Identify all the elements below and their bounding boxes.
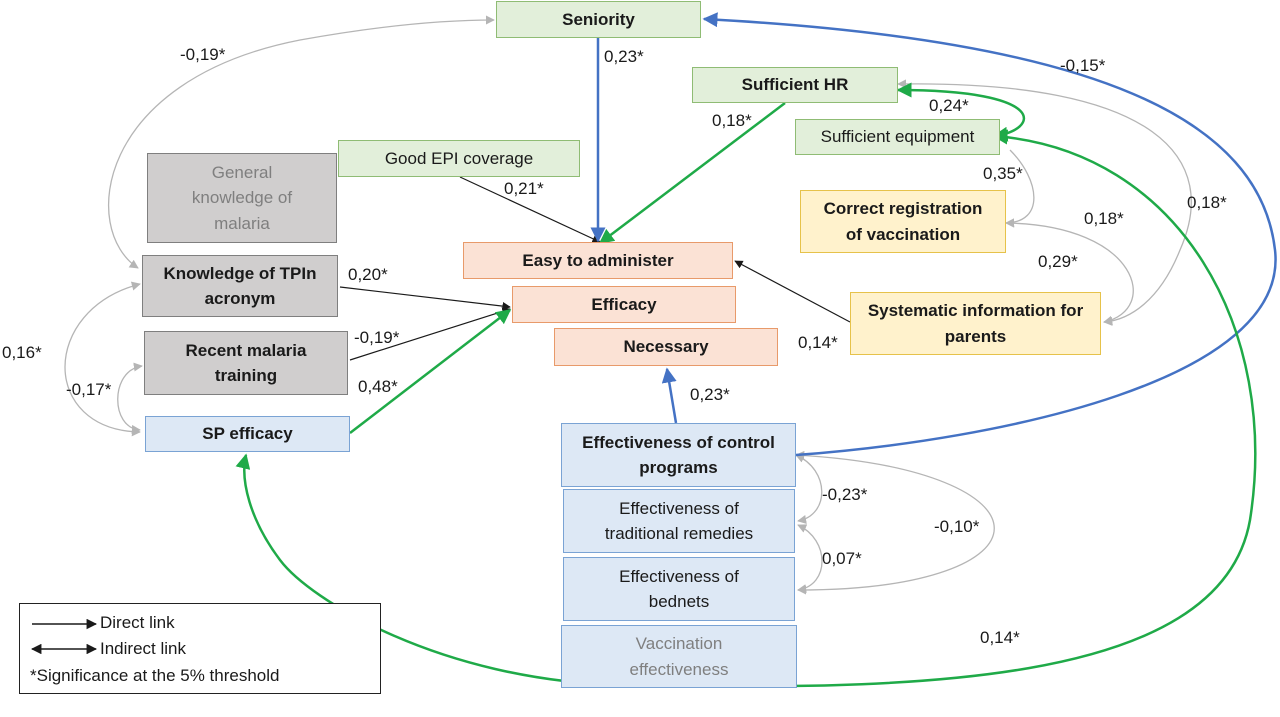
coef-control-remedies: -0,23* xyxy=(822,485,868,504)
coef-registration-systematic: 0,18* xyxy=(1084,209,1124,228)
coef-knowledge-seniority: -0,19* xyxy=(180,45,226,64)
link-tpin-sp xyxy=(64,281,141,437)
link-control-seniority xyxy=(702,12,1277,457)
coef-systematic-easy: 0,14* xyxy=(798,333,838,352)
coef-seniority-control: -0,15* xyxy=(1060,56,1106,75)
link-hr-easy xyxy=(598,102,786,244)
coef-hr-systematic: 0,18* xyxy=(1187,193,1227,212)
coef-tpin-sp: 0,16* xyxy=(2,343,42,362)
link-training-sp xyxy=(117,362,143,434)
node-vaccination-effectiveness: Vaccination effectiveness xyxy=(561,625,797,688)
coef-epi-easy: 0,21* xyxy=(504,179,544,198)
node-sp-efficacy: SP efficacy xyxy=(145,416,350,452)
legend-significance-label: *Significance at the 5% threshold xyxy=(30,666,280,685)
node-effectiveness-control: Effectiveness of control programs xyxy=(561,423,796,487)
node-systematic-information: Systematic information for parents xyxy=(850,292,1101,355)
node-easy-to-administer: Easy to administer xyxy=(463,242,733,279)
node-effectiveness-remedies: Effectiveness of traditional remedies xyxy=(563,489,795,553)
coef-equipment-hr: 0,24* xyxy=(929,96,969,115)
legend: Direct link Indirect link *Significance … xyxy=(19,603,381,694)
node-sufficient-hr: Sufficient HR xyxy=(692,67,898,103)
node-correct-registration: Correct registration of vaccination xyxy=(800,190,1006,253)
legend-indirect-label: Indirect link xyxy=(100,639,186,658)
link-equipment-hr xyxy=(896,82,1026,142)
node-knowledge-tpin: Knowledge of TPIn acronym xyxy=(142,255,338,317)
node-effectiveness-bednets: Effectiveness of bednets xyxy=(563,557,795,621)
link-remedies-bednets xyxy=(797,524,823,594)
link-systematic-easy xyxy=(734,260,851,323)
node-recent-training: Recent malaria training xyxy=(144,331,348,395)
link-equipment-sp xyxy=(235,129,1257,688)
coef-equipment-sp: 0,14* xyxy=(980,628,1020,647)
coef-sp-efficacy: 0,48* xyxy=(358,377,398,396)
node-good-epi-coverage: Good EPI coverage xyxy=(338,140,580,177)
node-general-knowledge: General knowledge of malaria xyxy=(147,153,337,243)
link-equipment-registration xyxy=(1005,149,1035,228)
node-seniority: Seniority xyxy=(496,1,701,38)
link-control-necessary xyxy=(661,367,678,424)
coef-remedies-bednets: 0,07* xyxy=(822,549,862,568)
link-control-remedies xyxy=(795,454,823,524)
coef-control-bednets: -0,10* xyxy=(934,517,980,536)
legend-direct-label: Direct link xyxy=(100,613,175,632)
coef-hr-easy: 0,18* xyxy=(712,111,752,130)
link-tpin-seniority xyxy=(108,15,495,269)
coef-training-sp: -0,17* xyxy=(66,380,112,399)
coef-control-necessary: 0,23* xyxy=(690,385,730,404)
coef-seniority-easy: 0,23* xyxy=(604,47,644,66)
link-hr-systematic xyxy=(897,79,1192,326)
node-efficacy: Efficacy xyxy=(512,286,736,323)
coef-registration-systematic-b: 0,29* xyxy=(1038,252,1078,271)
link-tpin-efficacy xyxy=(339,286,511,311)
node-sufficient-equipment: Sufficient equipment xyxy=(795,119,1000,155)
node-necessary: Necessary xyxy=(554,328,778,366)
legend-arrows xyxy=(30,618,98,654)
coef-training-efficacy: -0,19* xyxy=(354,328,400,347)
coef-equipment-registration: 0,35* xyxy=(983,164,1023,183)
coef-tpin-efficacy: 0,20* xyxy=(348,265,388,284)
